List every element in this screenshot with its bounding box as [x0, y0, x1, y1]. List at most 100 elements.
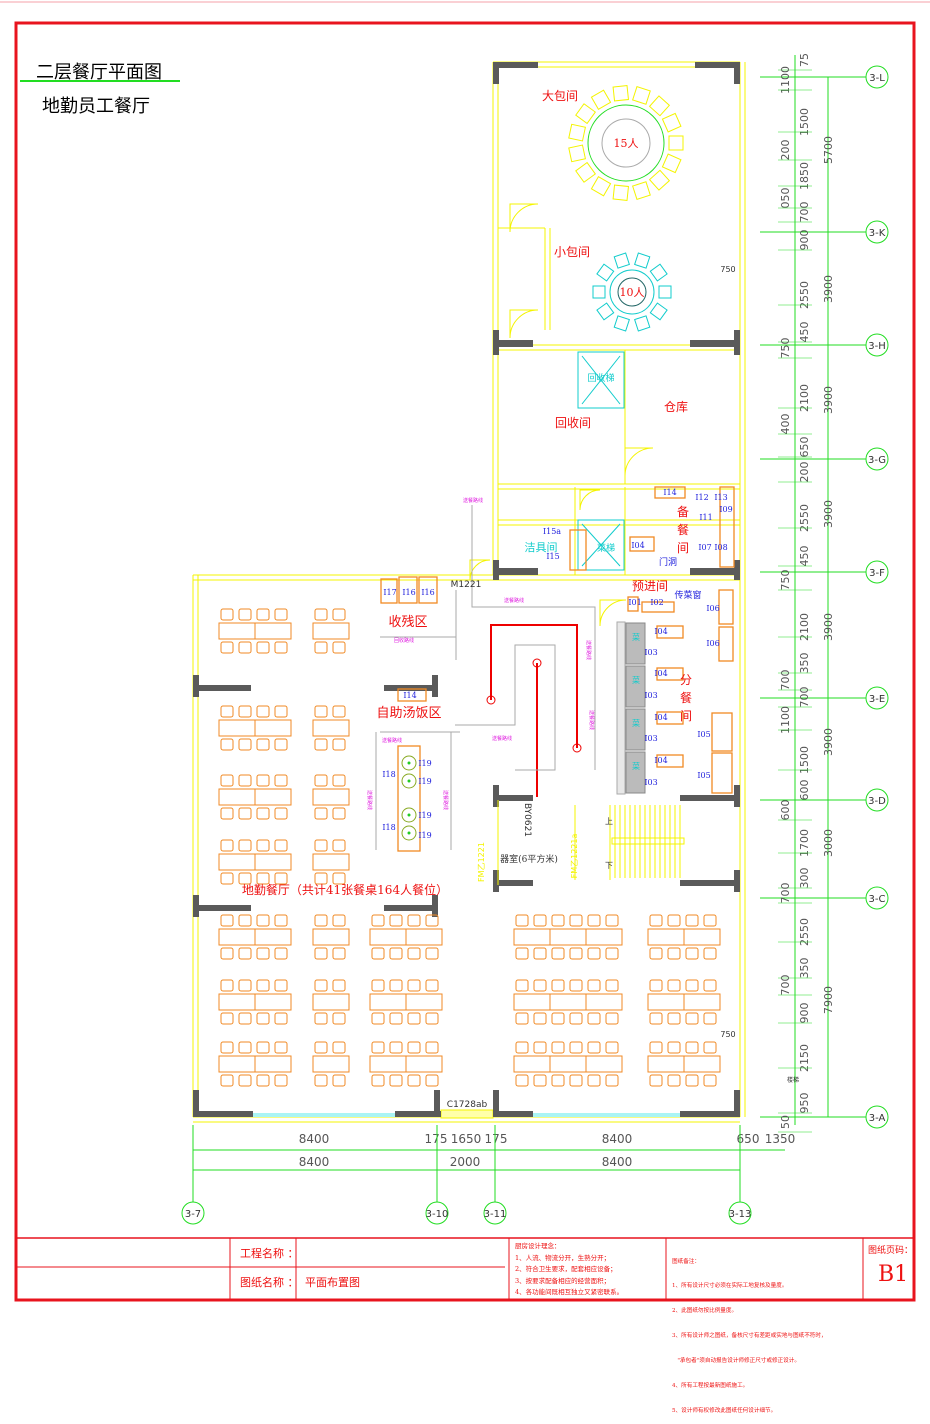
- column: [680, 795, 740, 801]
- chair: [649, 302, 668, 321]
- chair: [667, 914, 681, 927]
- equipment-label: 菜: [632, 632, 640, 642]
- dim-text: 700: [798, 687, 811, 708]
- dim-text: 450: [798, 546, 811, 567]
- chair: [612, 184, 630, 201]
- chair: [256, 738, 270, 751]
- dining-table: [254, 853, 292, 871]
- chair: [649, 947, 663, 960]
- route-label: 送餐路线: [585, 640, 592, 660]
- chair: [332, 641, 346, 654]
- equipment: [641, 601, 675, 613]
- chair: [314, 807, 328, 820]
- equipment-label: 菜: [632, 718, 640, 728]
- route-label: 送餐路线: [588, 710, 595, 730]
- room-label: 预进间: [632, 579, 668, 593]
- chair: [389, 1074, 403, 1087]
- chair: [238, 914, 252, 927]
- lazy-susan: [617, 277, 647, 307]
- soup-pot: [401, 773, 417, 789]
- chair: [238, 839, 252, 852]
- dim-text: 050: [779, 188, 792, 209]
- axis-label: 3-L: [869, 73, 885, 84]
- equipment: [380, 578, 398, 604]
- chair: [371, 979, 385, 992]
- lift: [577, 519, 625, 571]
- room-label: 10人: [620, 286, 645, 299]
- concept-item: 1、人流、物流分开，生熟分开；: [515, 1253, 611, 1262]
- dim-text: 300: [798, 868, 811, 889]
- chair: [274, 608, 288, 621]
- chair: [238, 738, 252, 751]
- chair: [256, 641, 270, 654]
- chair: [389, 1012, 403, 1025]
- note-item: 1、所有设计尺寸必须在实际工地复核及量度。: [672, 1283, 788, 1290]
- route-marker: [486, 695, 496, 705]
- column: [493, 870, 499, 892]
- equipment: [656, 667, 684, 681]
- chair: [649, 1012, 663, 1025]
- chair: [703, 947, 717, 960]
- chair: [238, 872, 252, 885]
- dining-table: [254, 622, 292, 640]
- chair: [649, 914, 663, 927]
- chair: [587, 979, 601, 992]
- chair: [274, 872, 288, 885]
- title-block: [16, 1237, 914, 1300]
- dim-text: 750: [779, 338, 792, 359]
- chair: [515, 1012, 529, 1025]
- column: [493, 785, 499, 807]
- axis-label: 3-D: [868, 796, 886, 807]
- route-label: 送餐路线: [504, 597, 524, 604]
- dim-text: 3900: [822, 275, 835, 303]
- chair: [551, 914, 565, 927]
- chair: [587, 1074, 601, 1087]
- chair: [703, 914, 717, 927]
- route-label: 送餐路线: [366, 790, 373, 810]
- chair: [685, 947, 699, 960]
- note-item: 3、所有设计师之图纸，备核尺寸有差距或实地与图纸不符时，: [672, 1333, 827, 1340]
- walls: [192, 61, 746, 1123]
- tag-label: M1221: [451, 580, 482, 590]
- dining-table: [647, 993, 685, 1011]
- drawing-name-label: 图纸名称 ：: [240, 1276, 299, 1289]
- chair: [314, 914, 328, 927]
- chair: [551, 979, 565, 992]
- chair: [605, 1012, 619, 1025]
- dim-text: 3900: [822, 386, 835, 414]
- dining-table: [585, 993, 623, 1011]
- equipment: [711, 752, 733, 794]
- chair: [274, 1041, 288, 1054]
- equipment-label: I04: [654, 756, 667, 765]
- column: [734, 1090, 740, 1117]
- chair: [332, 774, 346, 787]
- equipment-label: I14: [403, 691, 416, 700]
- soup-pot-center: [407, 813, 411, 817]
- chair: [274, 1012, 288, 1025]
- chair: [274, 641, 288, 654]
- dim-text: 8400: [299, 1132, 330, 1146]
- equipment-label: I03: [644, 691, 657, 700]
- chair: [389, 947, 403, 960]
- equipment: [397, 745, 421, 852]
- dining-table: [369, 1055, 407, 1073]
- chair: [425, 914, 439, 927]
- dining-table: [369, 993, 407, 1011]
- room-label: 传菜窗: [674, 589, 701, 601]
- dim-text: 5700: [822, 136, 835, 164]
- chair: [238, 641, 252, 654]
- chair: [667, 947, 681, 960]
- equipment-label: I16: [402, 588, 415, 597]
- column: [384, 685, 438, 691]
- axis-bubble: [865, 886, 889, 910]
- axis-bubble: [865, 220, 889, 244]
- chair: [256, 608, 270, 621]
- chair: [220, 839, 234, 852]
- column: [493, 62, 499, 84]
- chair: [238, 979, 252, 992]
- room-label: 洁具间: [525, 541, 558, 554]
- column: [493, 880, 533, 886]
- axis-label: 3-A: [869, 1113, 886, 1124]
- chair: [667, 979, 681, 992]
- column: [493, 62, 538, 68]
